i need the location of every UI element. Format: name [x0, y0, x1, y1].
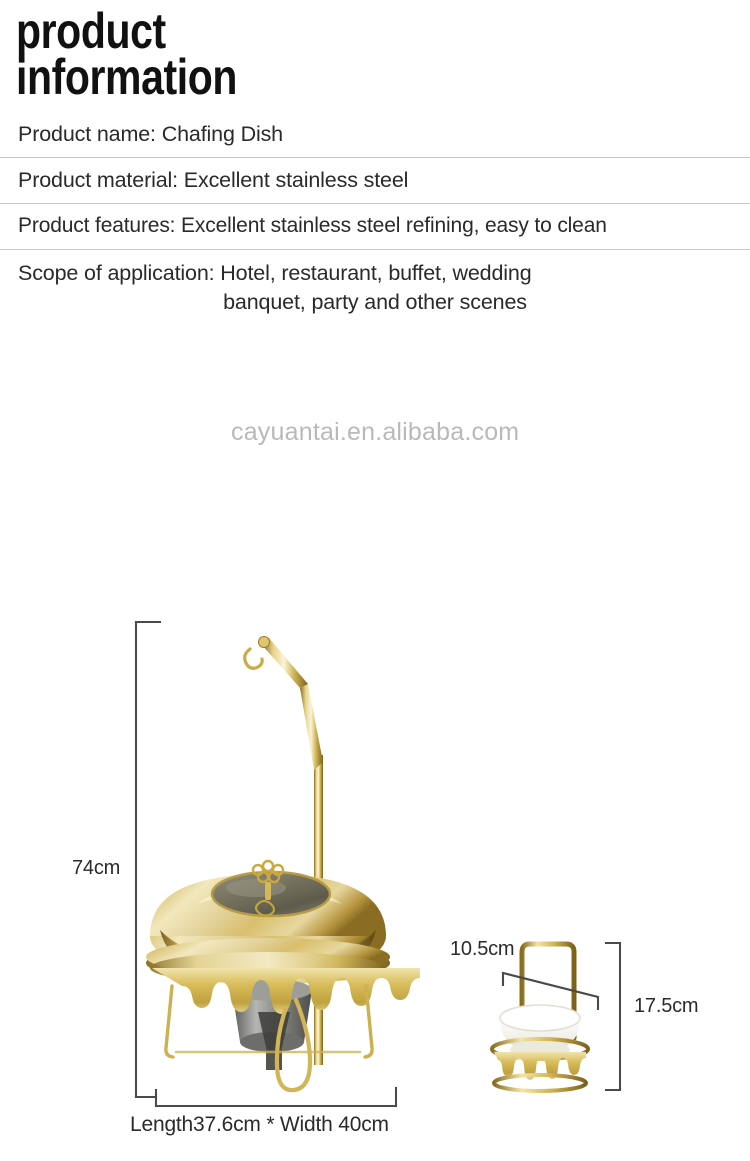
height-dimension-line: [134, 620, 162, 1099]
footprint-dimension-line: [154, 1086, 398, 1108]
small-width-dimension-label: 10.5cm: [450, 938, 515, 960]
lid-lift-arm: [243, 636, 323, 1065]
height-dimension-label: 74cm: [72, 857, 121, 879]
lid-ornament-knob: [251, 859, 285, 917]
page-title-line-1: product: [16, 3, 166, 59]
spec-divider-3: [0, 249, 750, 250]
scope-of-application-text: Scope of application: Hotel, restaurant,…: [18, 259, 742, 316]
bowl-holder-handle: [519, 941, 577, 1041]
burner-assembly: [232, 979, 312, 1070]
bowl-cradle-ring: [490, 1037, 590, 1061]
product-name-text: Product name: Chafing Dish: [18, 122, 283, 146]
small-width-dimension-line: [501, 971, 600, 1011]
small-base-ring: [492, 1073, 588, 1093]
spec-divider-2: [0, 203, 750, 204]
decorative-drip-skirt: [152, 968, 420, 1014]
scope-of-application-row: Scope of application: Hotel, restaurant,…: [0, 250, 750, 316]
product-features-row: Product features: Excellent stainless st…: [0, 204, 750, 249]
product-features-text: Product features: Excellent stainless st…: [18, 214, 607, 237]
product-illustration: 74cm Length37.6cm * Width 40cm 10.5cm 17…: [0, 300, 750, 1136]
small-drip-skirt: [494, 1052, 586, 1080]
footprint-dimension-label: Length37.6cm * Width 40cm: [130, 1113, 389, 1136]
product-name-row: Product name: Chafing Dish: [0, 112, 750, 157]
product-spec-list: Product name: Chafing Dish Product mater…: [0, 112, 750, 316]
scope-line-1: Scope of application: Hotel, restaurant,…: [18, 261, 532, 285]
scope-line-2: banquet, party and other scenes: [223, 290, 527, 314]
ceramic-bowl: [499, 1004, 581, 1059]
stand-legs: [164, 984, 374, 1059]
page-title: product information: [16, 3, 576, 105]
alibaba-watermark: cayuantai.en.alibaba.com: [231, 418, 520, 446]
small-height-dimension-label: 17.5cm: [634, 995, 699, 1017]
small-height-dimension-line: [604, 941, 622, 1092]
page-title-line-2: information: [16, 49, 237, 105]
stand-handle-loop: [274, 997, 313, 1093]
product-material-text: Product material: Excellent stainless st…: [18, 168, 409, 192]
spec-divider-1: [0, 157, 750, 158]
product-material-row: Product material: Excellent stainless st…: [0, 158, 750, 203]
dish-lid: [146, 859, 390, 986]
